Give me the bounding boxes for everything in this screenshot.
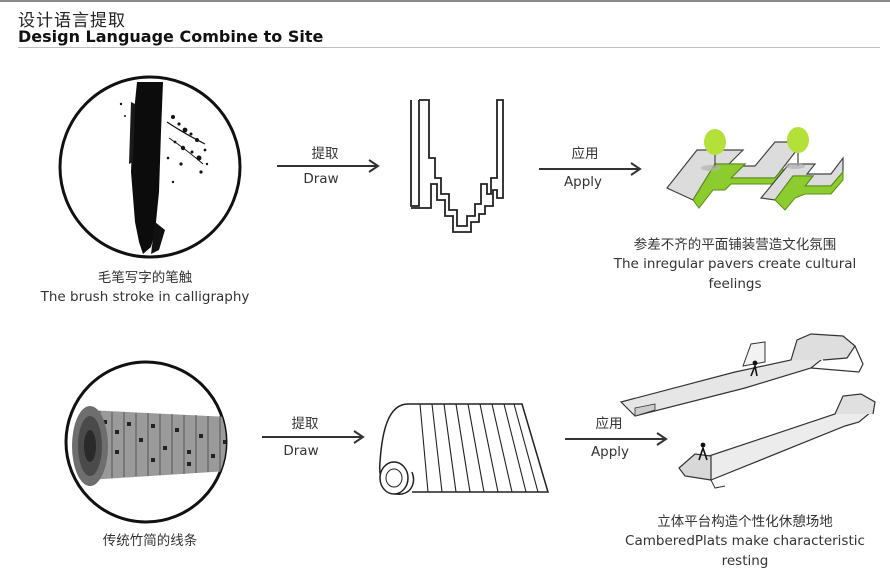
row1-extract-label-cn: 提取: [311, 146, 339, 162]
row2-apply-label-en: Apply: [590, 444, 630, 460]
page-title-en: Design Language Combine to Site: [18, 27, 324, 46]
top-edge-strip: [0, 0, 890, 2]
row2-result-caption-cn: 立体平台构造个性化休憩场地: [657, 514, 833, 530]
cambered-platforms-illustration: [619, 333, 876, 489]
title-divider: [18, 47, 880, 48]
paver-plan-illustration: [666, 127, 844, 211]
row2-extract-label-en: Draw: [283, 443, 319, 459]
row1-apply-label-cn: 应用: [571, 146, 599, 162]
row2-result-caption-en: CamberedPlats make characteristic restin…: [625, 533, 865, 569]
row1-apply-arrow: [539, 162, 642, 176]
row1-result-caption-en-line2: feelings: [708, 276, 762, 292]
row2-extract-label-cn: 提取: [291, 416, 319, 432]
row1-extract-arrow: [277, 159, 380, 173]
row1-result-caption-cn: 参差不齐的平面铺装营造文化氛围: [633, 237, 837, 253]
row1-result-caption-en-line1: The inregular pavers create cultural: [613, 256, 857, 272]
page-title-cn: 设计语言提取: [18, 11, 126, 31]
row2-apply-label-cn: 应用: [595, 416, 623, 432]
row1-apply-label-en: Apply: [563, 174, 603, 190]
row2-source-caption-cn: 传统竹简的线条: [102, 533, 198, 549]
rolled-sheet-outline: [379, 403, 550, 495]
row1-source-caption-cn: 毛笔写字的笔触: [97, 270, 193, 286]
brush-stroke-illustration: [58, 75, 242, 259]
extracted-stroke-outline: [410, 99, 504, 233]
row2-apply-arrow: [565, 432, 668, 446]
row1-source-caption-en: The brush stroke in calligraphy: [40, 289, 250, 305]
row2-extract-arrow: [262, 430, 365, 444]
row1-extract-label-en: Draw: [303, 171, 339, 187]
bamboo-slips-illustration: [64, 360, 228, 524]
